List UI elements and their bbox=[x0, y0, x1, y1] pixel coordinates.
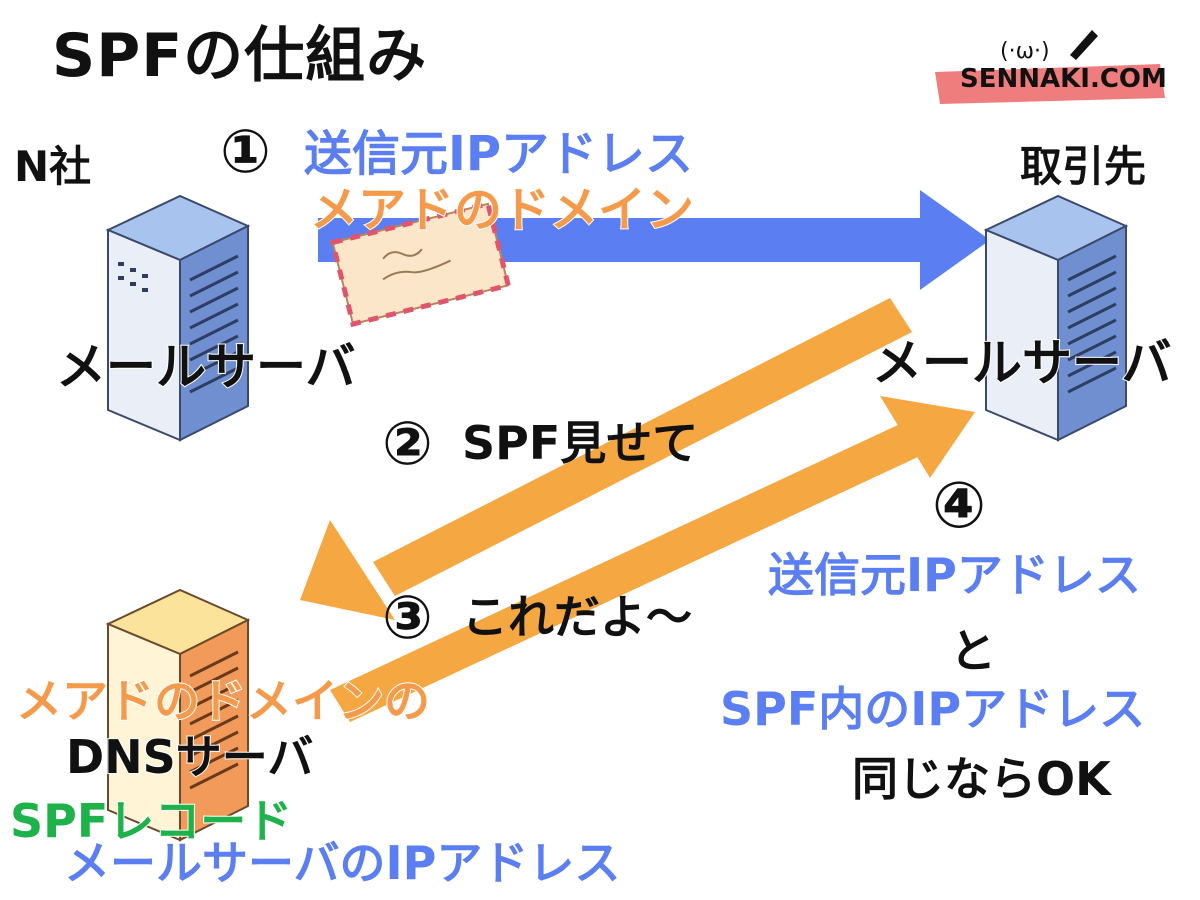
dns-mail-server-ip: メールサーバのIPアドレス bbox=[63, 836, 621, 890]
server-left-icon bbox=[105, 194, 251, 442]
step4-source-ip: 送信元IPアドレス bbox=[768, 548, 1141, 602]
server-left-label: メールサーバ bbox=[55, 338, 356, 396]
logo-badge: (·ω·) bbox=[935, 30, 1165, 104]
step2-marker: ② bbox=[382, 409, 433, 479]
company-right-label: 取引先 bbox=[1020, 142, 1147, 191]
step4-marker: ④ bbox=[932, 469, 987, 543]
step4-and: と bbox=[950, 624, 996, 678]
envelope-icon bbox=[329, 200, 512, 328]
step1-source-ip: 送信元IPアドレス bbox=[304, 126, 694, 182]
spf-record-label: SPFレコード bbox=[9, 794, 293, 848]
logo-face: (·ω·) bbox=[1000, 39, 1050, 64]
page-title: SPFの仕組み bbox=[52, 21, 428, 91]
step2-text: SPF見せて bbox=[462, 416, 699, 470]
step3-marker: ③ bbox=[382, 583, 433, 653]
step4-result: 同じならOK bbox=[852, 752, 1111, 806]
dns-domain-label: メアドのドメインの bbox=[15, 674, 431, 728]
company-left-label: N社 bbox=[14, 142, 92, 191]
step1-mail-domain: メアドのドメイン bbox=[309, 182, 695, 238]
dns-server-label: DNSサーバ bbox=[65, 730, 314, 784]
server-right-icon bbox=[983, 194, 1129, 442]
arrow-step3 bbox=[330, 396, 975, 722]
step3-text: これだよ〜 bbox=[462, 590, 692, 644]
server-dns-icon bbox=[105, 588, 251, 842]
brush-icon bbox=[1070, 30, 1098, 60]
arrow-step2 bbox=[300, 298, 912, 620]
step4-spf-ip: SPF内のIPアドレス bbox=[720, 682, 1146, 736]
logo-text: SENNAKI.COM bbox=[960, 64, 1167, 94]
server-right-label: メールサーバ bbox=[871, 334, 1172, 392]
step1-marker: ① bbox=[220, 117, 271, 187]
